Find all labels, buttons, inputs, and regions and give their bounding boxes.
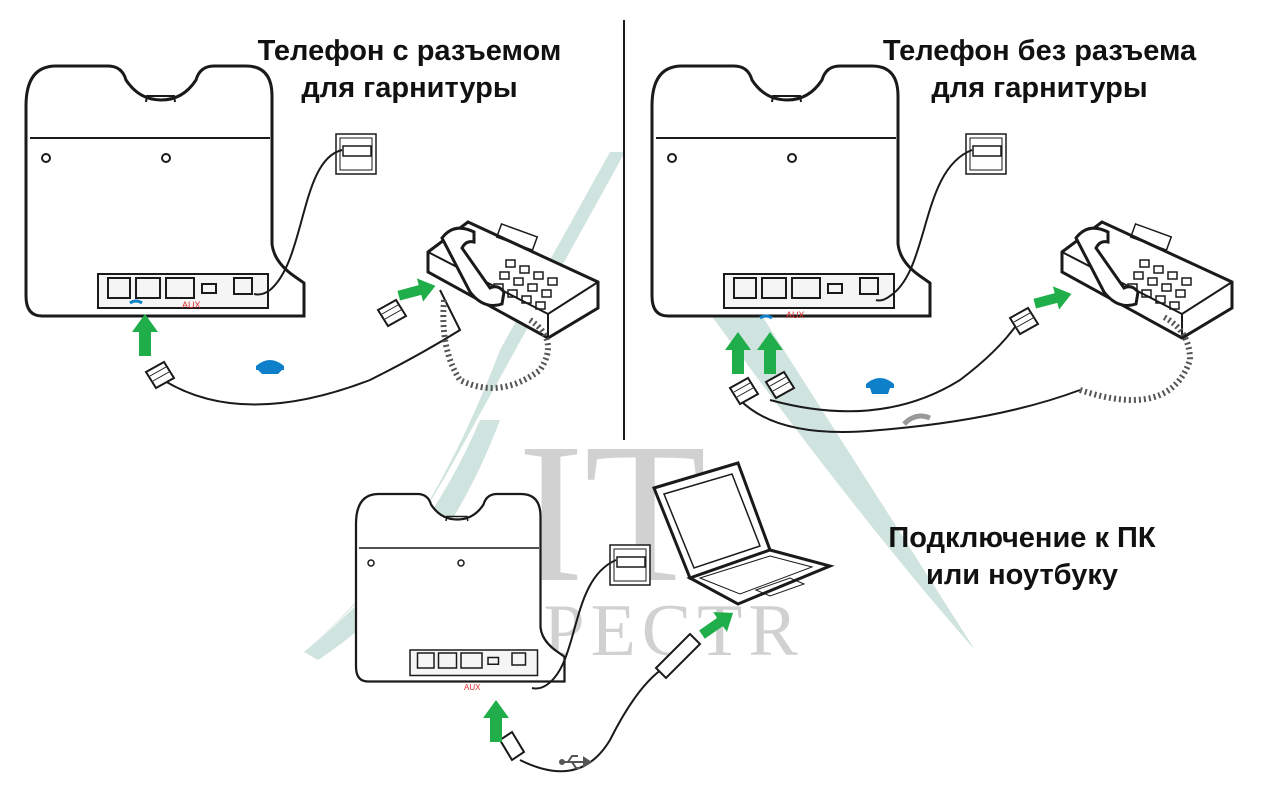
aux-port-label: AUX [786, 310, 805, 320]
title-without-jack-line2: для гарнитуры [931, 72, 1148, 104]
handset-off-hook-icon [902, 413, 931, 426]
rj-plug [1009, 307, 1039, 335]
title-without-jack-line1: Телефон без разъема [882, 35, 1197, 67]
title-pc-line1: Подключение к ПК [888, 522, 1156, 554]
section-with-jack: AUX [24, 64, 600, 406]
title-pc: Подключение к ПК или ноутбуку [862, 520, 1182, 594]
section-without-jack: AUX [650, 64, 1234, 433]
telephone-cable [159, 289, 462, 406]
desk-phone-icon [1060, 220, 1234, 340]
usb-cable [519, 663, 671, 773]
green-arrow [395, 274, 439, 308]
green-arrow [132, 314, 158, 356]
phone-handset-icon [866, 378, 894, 394]
aux-port-label: AUX [182, 300, 201, 310]
title-with-jack-line1: Телефон с разъемом [257, 35, 562, 67]
usb-icon [559, 755, 592, 769]
handset-cable [739, 389, 1081, 433]
title-with-jack-line2: для гарнитуры [301, 72, 518, 104]
wall-outlet [335, 133, 377, 175]
wall-outlet [965, 133, 1007, 175]
coiled-handset-cord [1079, 313, 1194, 403]
rj-plug [377, 299, 407, 327]
usb-plug [654, 632, 702, 680]
power-cable [531, 559, 617, 690]
phone-port-icon [759, 314, 773, 320]
wall-outlet [609, 544, 651, 586]
aux-port-label: AUX [464, 683, 481, 692]
usb-plug [498, 730, 526, 762]
green-arrow [1031, 282, 1075, 316]
title-with-jack: Телефон с разъемом для гарнитуры [232, 33, 587, 107]
power-cable [875, 149, 973, 302]
base-station [354, 492, 566, 683]
laptop-icon [651, 461, 835, 606]
section-pc: AUX [354, 461, 835, 773]
phone-port-icon [129, 299, 143, 305]
phone-handset-icon [256, 360, 284, 374]
coiled-handset-cord [440, 299, 551, 391]
telephone-cable [769, 319, 1021, 413]
title-without-jack: Телефон без разъема для гарнитуры [857, 33, 1222, 107]
rj-plug [729, 377, 759, 405]
title-pc-line2: или ноутбуку [926, 559, 1118, 591]
power-cable [253, 149, 343, 296]
